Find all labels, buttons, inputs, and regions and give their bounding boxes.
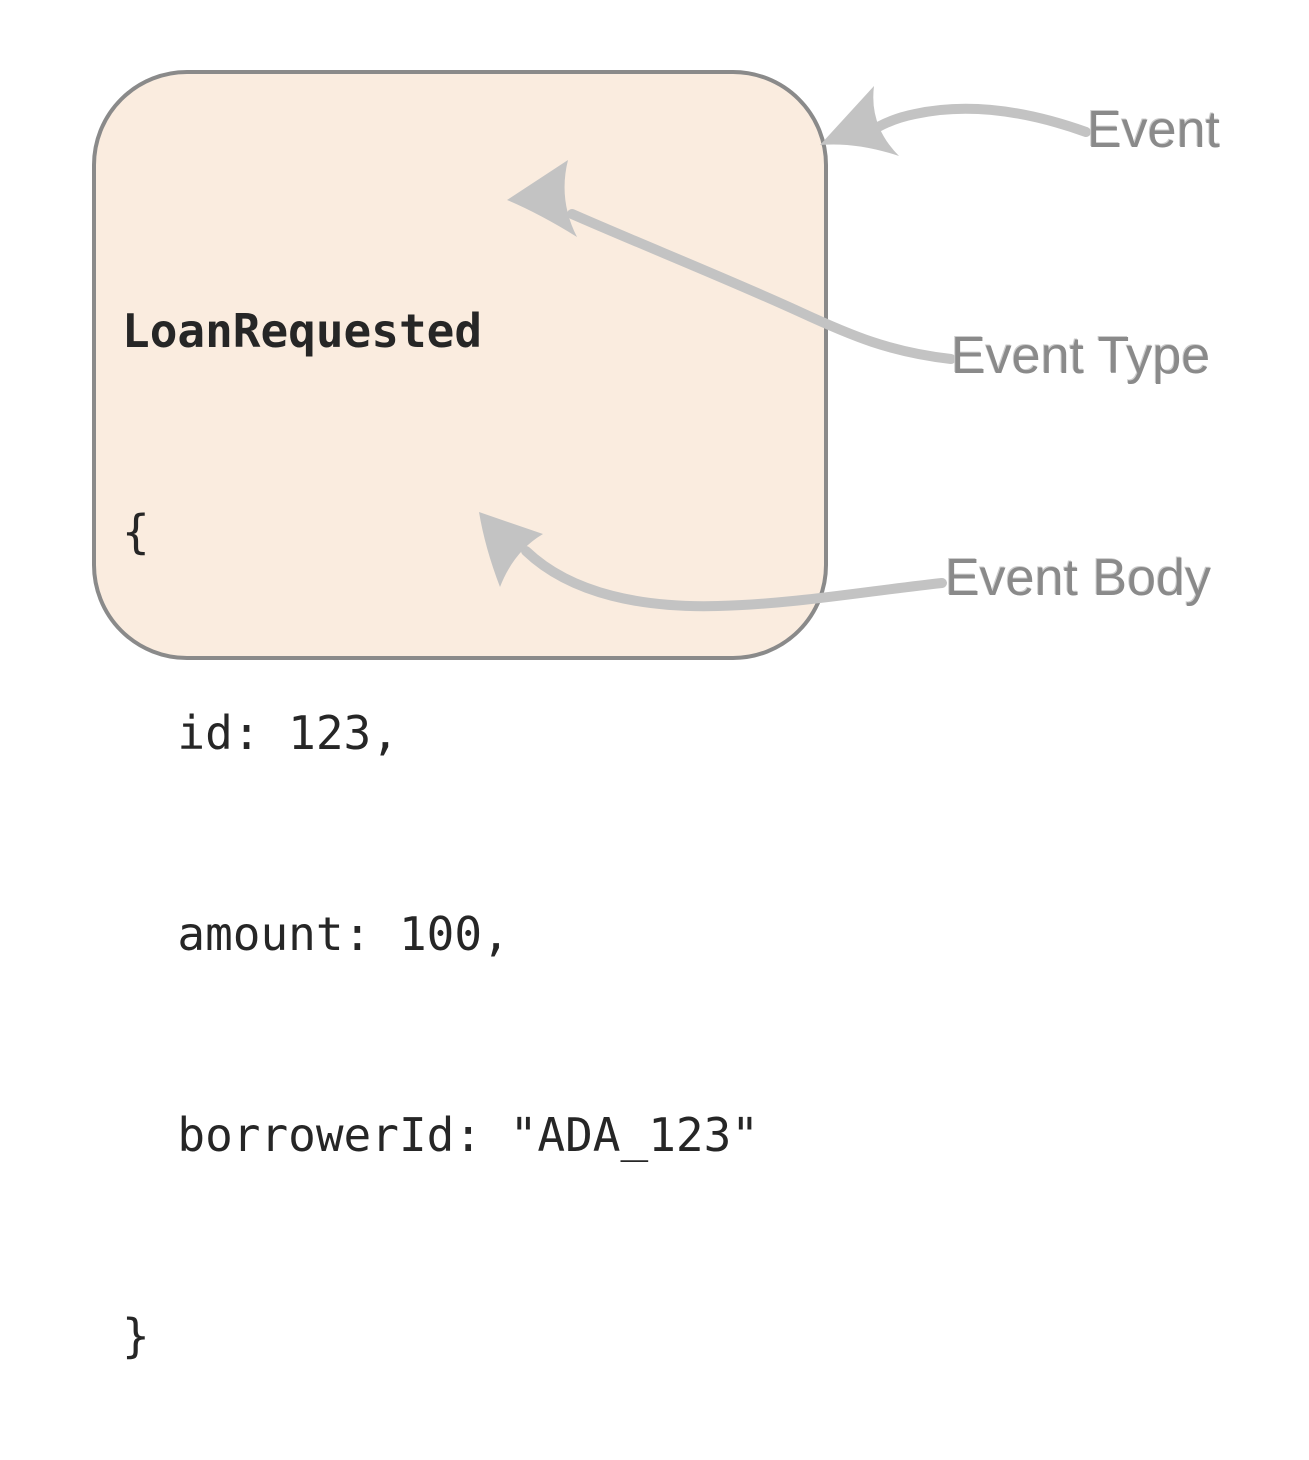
diagram-canvas: LoanRequested { id: 123, amount: 100, bo…: [92, 70, 1220, 1363]
event-card: LoanRequested { id: 123, amount: 100, bo…: [92, 70, 828, 1363]
event-body-label: Event Body: [945, 549, 1211, 607]
event-arrow-icon: [820, 86, 1091, 156]
event-body-line-id: id: 123,: [122, 706, 399, 760]
event-body-line-amount: amount: 100,: [122, 907, 510, 961]
event-body-line-borrower-id: borrowerId: "ADA_123": [122, 1108, 759, 1162]
event-body-line-open-brace: {: [122, 505, 150, 559]
event-code-block: LoanRequested { id: 123, amount: 100, bo…: [122, 164, 759, 1460]
event-type-label: Event Type: [951, 327, 1211, 385]
event-label: Event: [1087, 101, 1220, 159]
event-body-line-close-brace: }: [122, 1309, 150, 1363]
event-type-name: LoanRequested: [122, 304, 483, 358]
